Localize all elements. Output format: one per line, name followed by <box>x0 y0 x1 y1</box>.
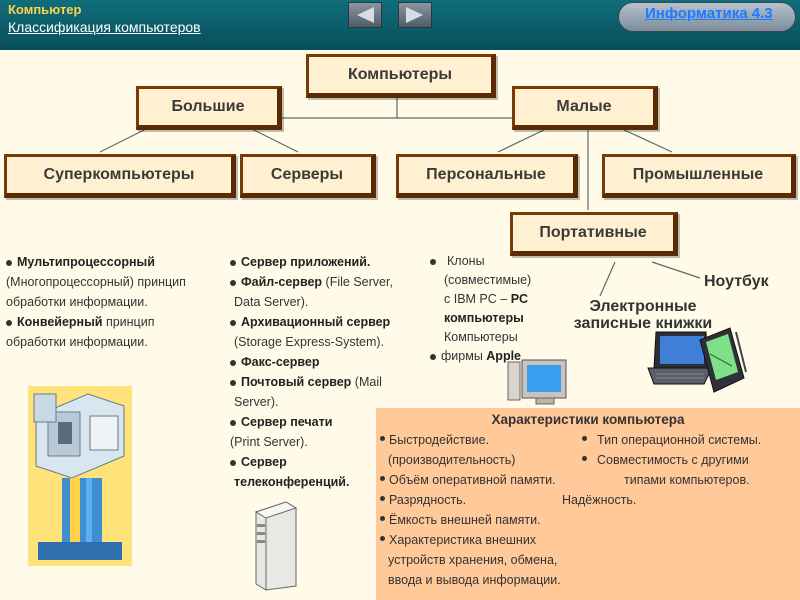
char-right-1-text: Совместимость с другими <box>597 453 749 467</box>
bullet-icon <box>380 516 385 521</box>
bullet-icon <box>430 354 436 360</box>
super-line-3: обработки информации. <box>6 292 232 312</box>
node-personal-label: Персональные <box>426 166 546 184</box>
char-left-5-text: Характеристика внешних <box>389 533 536 547</box>
super-line-1: Мультипроцессорный <box>17 255 155 269</box>
node-servers: Серверы <box>240 154 376 198</box>
char-left-4: Ёмкость внешней памяти. <box>380 510 541 530</box>
node-industrial: Промышленные <box>602 154 796 198</box>
bullet-icon <box>230 380 236 386</box>
personal-line-2: (совместимые) <box>430 271 548 290</box>
char-left-0: Быстродействие. <box>380 430 489 450</box>
characteristics-panel: Характеристики компьютера Быстродействие… <box>376 408 800 600</box>
char-left-2-text: Объём оперативной памяти. <box>389 473 556 487</box>
personal-line-5: Компьютеры <box>430 328 548 347</box>
node-supercomputers-label: Суперкомпьютеры <box>44 166 195 184</box>
super-line-4-rest: принцип <box>102 315 154 329</box>
bullet-icon <box>380 496 385 501</box>
bullet-icon <box>430 259 436 265</box>
bullet-icon <box>230 320 236 326</box>
super-line-2: (Многопроцессорный) принцип <box>6 272 232 292</box>
char-left-4-text: Ёмкость внешней памяти. <box>389 513 541 527</box>
char-right-0-text: Тип операционной системы. <box>597 433 761 447</box>
server-file-rest: (File Server, <box>322 275 393 289</box>
char-left-2: Объём оперативной памяти. <box>380 470 556 490</box>
node-big: Большие <box>136 86 282 130</box>
label-notebook: Ноутбук <box>704 273 769 291</box>
personal-line-3a: с IBM PC – <box>444 292 511 306</box>
bullet-icon <box>380 476 385 481</box>
node-portable: Портативные <box>510 212 678 256</box>
char-left-0-text: Быстродействие. <box>389 433 489 447</box>
bullet-icon <box>230 280 236 286</box>
bullet-icon <box>582 436 587 441</box>
bullet-icon <box>230 360 236 366</box>
characteristics-title: Характеристики компьютера <box>376 412 800 427</box>
node-computers-label: Компьютеры <box>348 66 452 84</box>
server-conf-line-1: Сервер <box>241 455 287 469</box>
char-left-3-text: Разрядность. <box>389 493 466 507</box>
server-fax: Факс-сервер <box>241 355 319 369</box>
server-archive-line-2: (Storage Express-System). <box>230 332 410 352</box>
char-right-0: Тип операционной системы. <box>582 430 761 450</box>
node-industrial-label: Промышленные <box>633 166 763 184</box>
server-file-line-2: Data Server). <box>230 292 410 312</box>
super-description: Мультипроцессорный (Многопроцессорный) п… <box>6 252 232 352</box>
pda-image <box>696 326 748 396</box>
node-supercomputers: Суперкомпьютеры <box>4 154 236 198</box>
super-line-5: обработки информации. <box>6 332 232 352</box>
supercomputer-image <box>28 386 132 566</box>
node-servers-label: Серверы <box>271 166 343 184</box>
node-portable-label: Портативные <box>539 224 646 242</box>
super-line-4-bold: Конвейерный <box>17 315 102 329</box>
node-personal: Персональные <box>396 154 578 198</box>
char-left-1: (производительность) <box>388 450 515 470</box>
server-app: Сервер приложений. <box>241 255 370 269</box>
char-right-1: Совместимость с другими <box>582 450 749 470</box>
personal-line-4: компьютеры <box>430 309 548 328</box>
bullet-icon <box>6 260 12 266</box>
bullet-icon <box>6 320 12 326</box>
personal-line-6a: фирмы <box>441 349 486 363</box>
node-small: Малые <box>512 86 658 130</box>
server-conf-line-2: телеконференций. <box>234 475 349 489</box>
bullet-icon <box>230 260 236 266</box>
server-mail-rest: (Mail <box>351 375 382 389</box>
bullet-icon <box>582 456 587 461</box>
char-left-5: Характеристика внешних <box>380 530 536 550</box>
pc-monitor-image <box>506 358 576 408</box>
bullet-icon <box>380 536 385 541</box>
personal-line-3b: PC <box>511 292 528 306</box>
char-left-3: Разрядность. <box>380 490 466 510</box>
bullet-icon <box>230 420 236 426</box>
personal-description: Клоны (совместимые) с IBM PC – PC компью… <box>430 252 548 366</box>
char-left-6: устройств хранения, обмена, <box>388 550 557 570</box>
char-left-7: ввода и вывода информации. <box>388 570 561 590</box>
server-file-bold: Файл-сервер <box>241 275 322 289</box>
server-mail-bold: Почтовый сервер <box>241 375 351 389</box>
server-print-bold: Сервер печати <box>241 415 332 429</box>
personal-line-1: Клоны <box>447 254 485 268</box>
char-right-2: типами компьютеров. <box>624 470 750 490</box>
node-small-label: Малые <box>556 98 611 116</box>
node-big-label: Большие <box>172 98 245 116</box>
server-tower-image <box>254 500 298 592</box>
char-right-3: Надёжность. <box>562 490 636 510</box>
bullet-icon <box>380 436 385 441</box>
node-computers: Компьютеры <box>306 54 496 98</box>
bullet-icon <box>230 460 236 466</box>
server-archive-bold: Архивационный сервер <box>241 315 390 329</box>
